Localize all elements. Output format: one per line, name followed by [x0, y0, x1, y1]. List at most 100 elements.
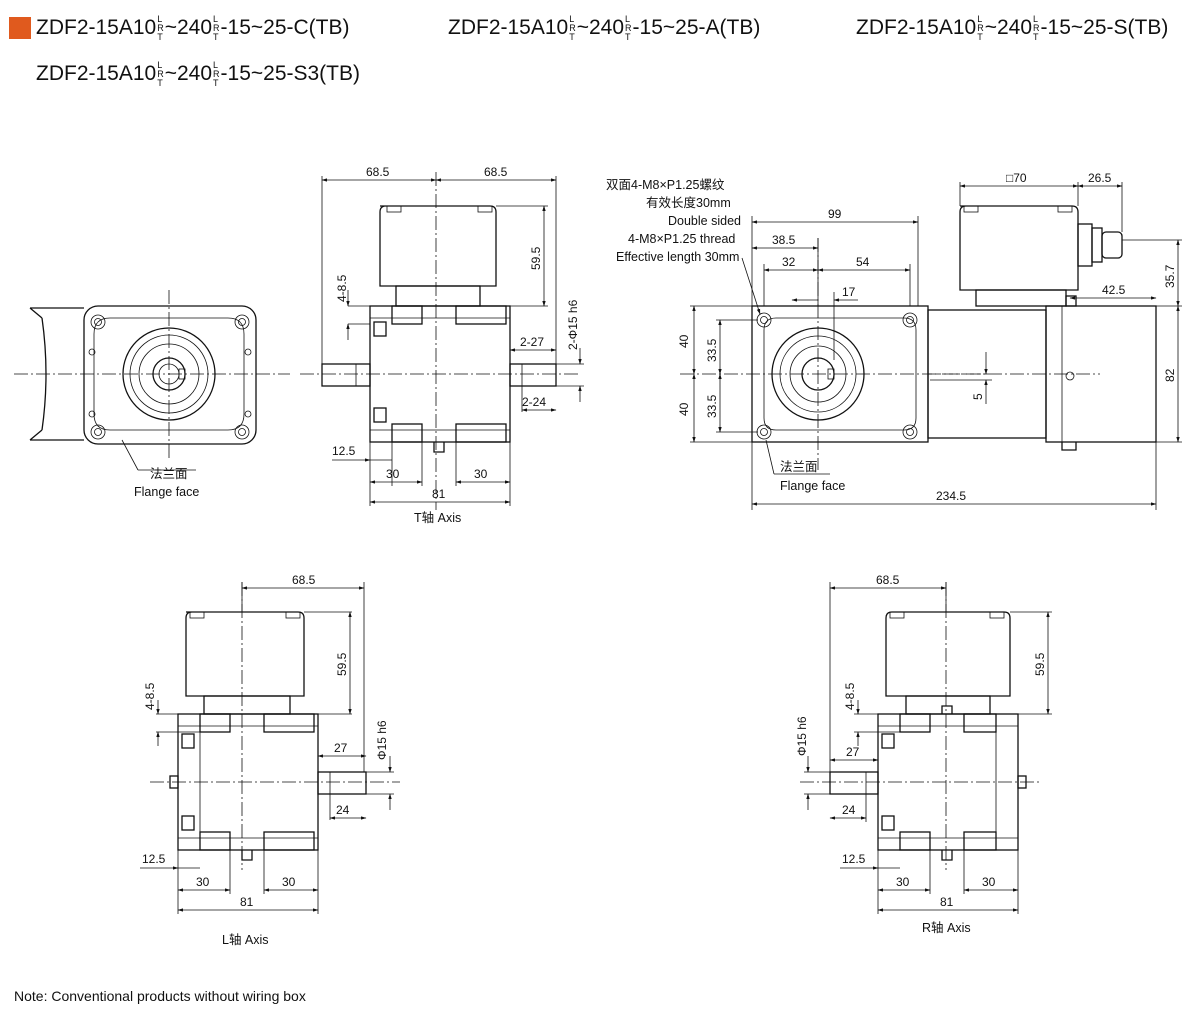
footnote: Note: Conventional products without wiri…	[14, 988, 306, 1004]
model-code-part: ZDF2-15A10	[36, 15, 157, 39]
model-code-part: L	[625, 14, 631, 24]
model-code-part: T	[569, 32, 575, 42]
model-code-part: -15~25-S3(TB)	[220, 61, 361, 85]
section-marker	[9, 17, 31, 39]
r-dim-l1: 27	[846, 745, 860, 759]
r-dim-hbox: 59.5	[1033, 652, 1047, 676]
model-code-part: L	[213, 60, 219, 70]
l-dim-b2: 30	[282, 875, 296, 889]
t-dim-shaftd: 2-Φ15 h6	[566, 299, 580, 350]
t-dim-w2: 68.5	[484, 165, 508, 179]
model-code-part: L	[213, 14, 219, 24]
model-code-part: T	[157, 32, 163, 42]
side-dim-99: 99	[828, 207, 842, 221]
r-dim-b1: 30	[896, 875, 910, 889]
r-dim-total: 81	[940, 895, 954, 909]
l-dim-w: 68.5	[292, 573, 316, 587]
model-code-part: T	[157, 78, 163, 88]
t-dim-total: 81	[432, 487, 446, 501]
l-dim-screw: 4-8.5	[143, 682, 157, 710]
model-code-part: ~240	[576, 15, 625, 39]
side-dim-box: □70	[1006, 171, 1027, 185]
t-dim-screw: 4-8.5	[335, 274, 349, 302]
r-dim-shaftd: Φ15 h6	[795, 716, 809, 756]
side-dim-42: 42.5	[1102, 283, 1126, 297]
front-view: 法兰面 Flange face	[14, 290, 290, 499]
r-axis-view: 68.5 59.5 4-8.5 Φ15 h6 27 24 12.5 30 30 …	[795, 573, 1052, 935]
side-dim-40a: 40	[677, 334, 691, 348]
l-dim-total: 81	[240, 895, 254, 909]
thread-note-en3: Effective length 30mm	[616, 250, 739, 264]
side-dim-32: 32	[782, 255, 796, 269]
model-code-part: -15~25-S(TB)	[1040, 15, 1169, 39]
model-code-part: ~240	[984, 15, 1033, 39]
t-dim-b2: 30	[474, 467, 488, 481]
model-code-part: -15~25-C(TB)	[220, 15, 350, 39]
side-dim-54: 54	[856, 255, 870, 269]
r-dim-b2: 30	[982, 875, 996, 889]
l-dim-offset: 12.5	[142, 852, 166, 866]
model-code-part: R	[213, 69, 220, 79]
t-dim-l1: 2-27	[520, 335, 544, 349]
l-dim-l2: 24	[336, 803, 350, 817]
model-code-part: R	[977, 23, 984, 33]
thread-note-en2: 4-M8×P1.25 thread	[628, 232, 735, 246]
side-dim-40b: 40	[677, 402, 691, 416]
r-axis-label: R轴 Axis	[922, 920, 971, 935]
model-code-part: T	[213, 32, 219, 42]
l-axis-view: 68.5 59.5 4-8.5 Φ15 h6 27 24 12.5 30 30 …	[140, 573, 400, 947]
model-code-part: R	[213, 23, 220, 33]
side-view: 双面4-M8×P1.25螺纹 有效长度30mm Double sided 4-M…	[606, 171, 1182, 510]
side-dim-33b: 33.5	[705, 394, 719, 418]
side-dim-38: 38.5	[772, 233, 796, 247]
l-dim-b1: 30	[196, 875, 210, 889]
model-code-part: L	[569, 14, 575, 24]
model-code-part: -15~25-A(TB)	[632, 15, 761, 39]
thread-note-cn2: 有效长度30mm	[646, 195, 731, 210]
t-axis-view: 68.5 68.5 59.5 4-8.5 2-Φ15 h6 2-27 2-24 …	[300, 165, 584, 525]
l-dim-shaftd: Φ15 h6	[375, 720, 389, 760]
model-code-part: L	[1033, 14, 1039, 24]
t-dim-l2: 2-24	[522, 395, 546, 409]
model-code-part: T	[977, 32, 983, 42]
model-code-part: T	[1033, 32, 1039, 42]
model-code-part: L	[157, 14, 163, 24]
side-dim-82: 82	[1163, 368, 1177, 382]
r-dim-w: 68.5	[876, 573, 900, 587]
side-dim-5: 5	[971, 393, 985, 400]
model-code-part: L	[977, 14, 983, 24]
r-dim-screw: 4-8.5	[843, 682, 857, 710]
front-flange-en: Flange face	[134, 485, 199, 499]
front-flange-cn: 法兰面	[150, 467, 188, 481]
side-dim-35: 35.7	[1163, 264, 1177, 288]
model-code-part: ZDF2-15A10	[448, 15, 569, 39]
model-code-part: ~240	[164, 61, 213, 85]
t-axis-label: T轴 Axis	[414, 510, 461, 525]
side-flange-en: Flange face	[780, 479, 845, 493]
t-dim-offset: 12.5	[332, 444, 356, 458]
model-code-part: R	[569, 23, 576, 33]
model-code-part: T	[625, 32, 631, 42]
r-dim-offset: 12.5	[842, 852, 866, 866]
model-code-part: ZDF2-15A10	[36, 61, 157, 85]
model-code-part: R	[157, 69, 164, 79]
model-code-part: ~240	[164, 15, 213, 39]
t-dim-w1: 68.5	[366, 165, 390, 179]
r-dim-l2: 24	[842, 803, 856, 817]
t-dim-hbox: 59.5	[529, 246, 543, 270]
model-code-part: T	[213, 78, 219, 88]
thread-note-en1: Double sided	[668, 214, 741, 228]
